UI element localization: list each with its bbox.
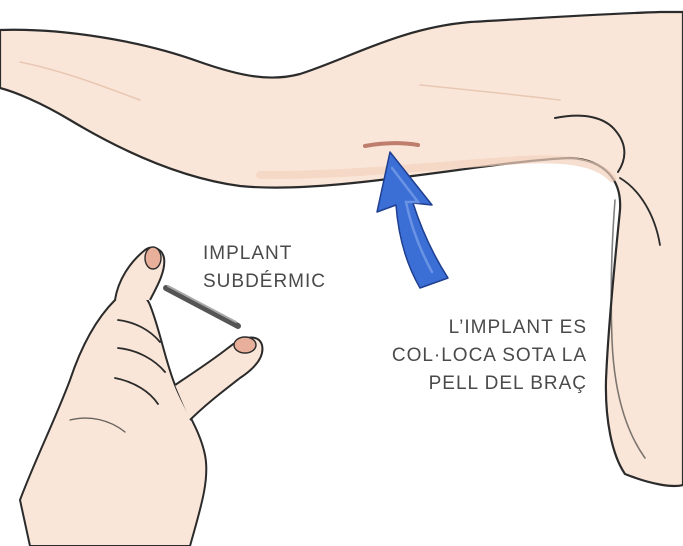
placement-label: L’IMPLANT ES COL·LOCA SOTA LA PELL DEL B… (392, 314, 587, 398)
placement-label-line-3: PELL DEL BRAÇ (392, 370, 587, 398)
implant-label-line-1: IMPLANT (203, 240, 326, 268)
placement-label-line-2: COL·LOCA SOTA LA (392, 342, 587, 370)
thumb-nail (234, 337, 256, 353)
implant-label-line-2: SUBDÉRMIC (203, 268, 326, 296)
hand-palm (20, 293, 206, 546)
implant-label: IMPLANT SUBDÉRMIC (203, 240, 326, 296)
index-fingernail (145, 247, 161, 269)
placement-label-line-1: L’IMPLANT ES (392, 314, 587, 342)
